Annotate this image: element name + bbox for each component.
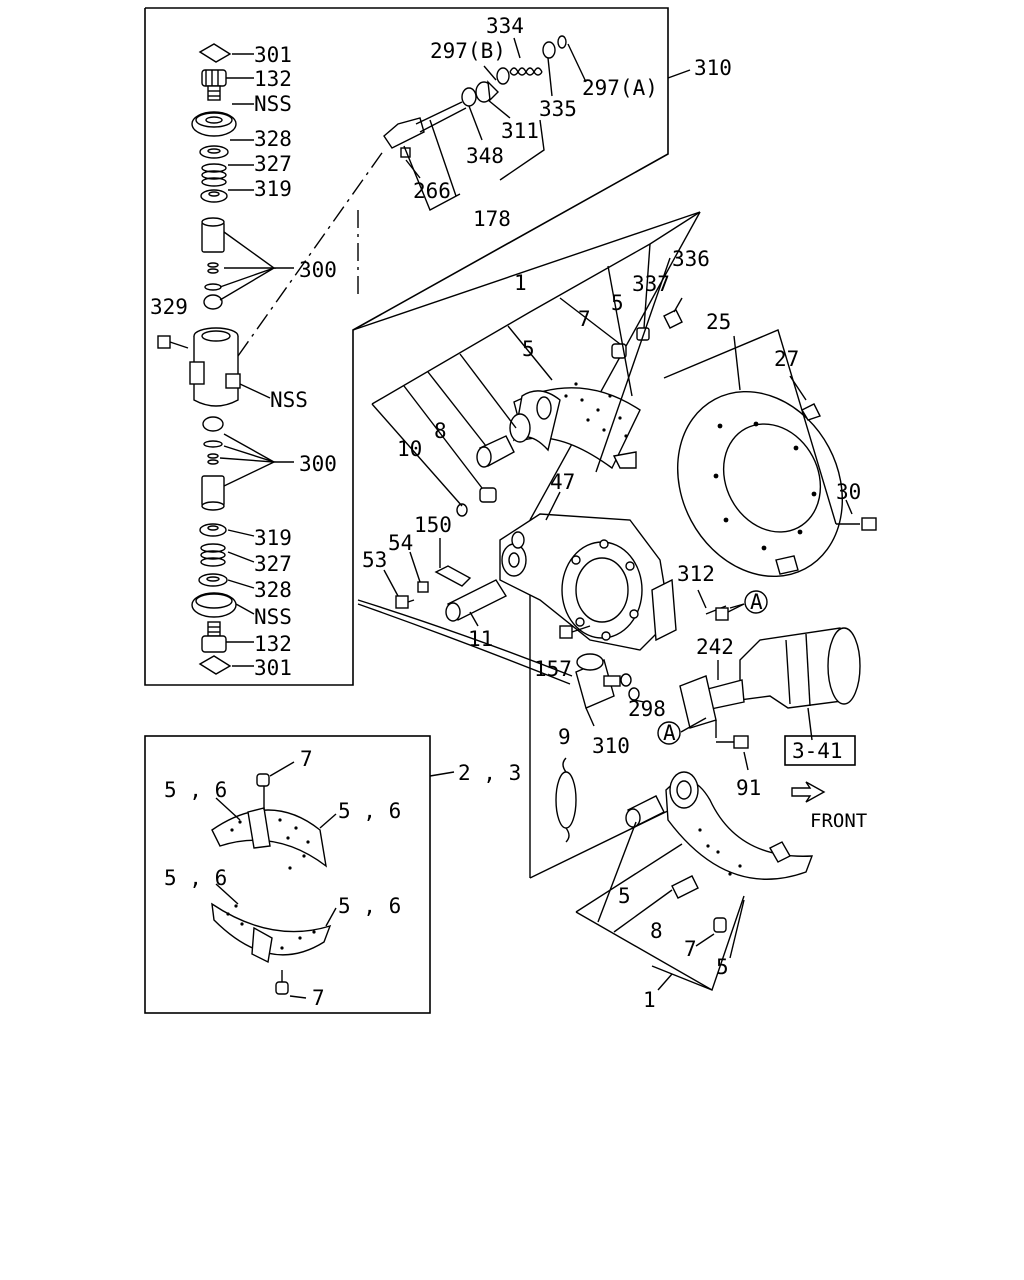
label-311: 311 [501, 119, 539, 143]
label-11: 11 [468, 627, 493, 651]
label-335: 335 [539, 97, 577, 121]
label-25: 25 [706, 310, 731, 334]
label-30: 30 [836, 480, 861, 504]
upper-shoe-leaders [371, 211, 701, 507]
label-300: 300 [299, 258, 337, 282]
label-328: 328 [254, 578, 292, 602]
brake-spider [395, 513, 677, 651]
label-132: 132 [254, 67, 292, 91]
label-301: 301 [254, 43, 292, 67]
lower-left-frame [144, 735, 431, 1014]
label-297a: 297(A) [582, 76, 658, 100]
label-319: 319 [254, 526, 292, 550]
misc-leaders [357, 589, 813, 771]
label-1: 1 [514, 271, 527, 295]
label-54: 54 [388, 531, 413, 555]
label-7: 7 [300, 747, 313, 771]
label-328: 328 [254, 127, 292, 151]
label-310: 310 [694, 56, 732, 80]
label-5-6: 5 , 6 [164, 778, 227, 802]
label-27: 27 [774, 347, 799, 371]
label-5: 5 [618, 884, 631, 908]
label-337: 337 [632, 272, 670, 296]
label-312: 312 [677, 562, 715, 586]
label-327: 327 [254, 552, 292, 576]
label-5-6: 5 , 6 [164, 866, 227, 890]
label-7: 7 [578, 307, 591, 331]
label-334: 334 [486, 14, 524, 38]
label-91: 91 [736, 776, 761, 800]
label-9: 9 [558, 725, 571, 749]
label-329: 329 [150, 295, 188, 319]
label-300: 300 [299, 452, 337, 476]
label-front: FRONT [810, 810, 867, 832]
front-arrow [791, 781, 826, 803]
label-178: 178 [473, 207, 511, 231]
brake-chamber [679, 603, 861, 749]
label-53: 53 [362, 548, 387, 572]
label-297b: 297(B) [430, 39, 506, 63]
spring-9 [555, 757, 577, 843]
label-348: 348 [466, 144, 504, 168]
label-5-6: 5 , 6 [338, 894, 401, 918]
lower-brake-shoe [625, 771, 814, 933]
shield-leaders [663, 329, 877, 531]
stack-leaders [219, 53, 385, 667]
label-47: 47 [550, 470, 575, 494]
spider-leaders [383, 491, 561, 627]
label-7: 7 [684, 937, 697, 961]
reference-label: 3-41 [792, 739, 843, 763]
label-5: 5 [716, 955, 729, 979]
camshaft-leaders [403, 37, 691, 211]
label-8: 8 [650, 919, 663, 943]
label-266: 266 [413, 179, 451, 203]
upper-brake-shoe [456, 309, 683, 517]
label-327: 327 [254, 152, 292, 176]
label-10: 10 [397, 437, 422, 461]
label-7: 7 [312, 986, 325, 1010]
label-a: A [663, 721, 676, 745]
label-nss: NSS [270, 388, 308, 412]
label-298: 298 [628, 697, 666, 721]
label-a: A [750, 590, 763, 614]
lining-kit-leaders [215, 761, 455, 999]
slack-adjuster-stack [157, 43, 241, 675]
part-labels: 301 132 NSS 328 327 319 300 329 NSS 300 … [150, 14, 867, 1012]
label-319: 319 [254, 177, 292, 201]
label-310: 310 [592, 734, 630, 758]
dust-shield [676, 390, 844, 578]
label-150: 150 [414, 513, 452, 537]
label-5-6: 5 , 6 [338, 799, 401, 823]
label-1: 1 [643, 988, 656, 1012]
label-nss: NSS [254, 92, 292, 116]
lower-shoe-leaders [575, 821, 745, 992]
label-nss: NSS [254, 605, 292, 629]
label-242: 242 [696, 635, 734, 659]
reference-box [784, 735, 856, 766]
label-132: 132 [254, 632, 292, 656]
label-5: 5 [611, 291, 624, 315]
label-301: 301 [254, 656, 292, 680]
label-2-3: 2 , 3 [458, 761, 521, 785]
label-5: 5 [522, 337, 535, 361]
label-8: 8 [434, 419, 447, 443]
wedge-cylinder-310 [575, 653, 640, 709]
lining-kit [211, 773, 332, 995]
label-336: 336 [672, 247, 710, 271]
label-157: 157 [534, 657, 572, 681]
